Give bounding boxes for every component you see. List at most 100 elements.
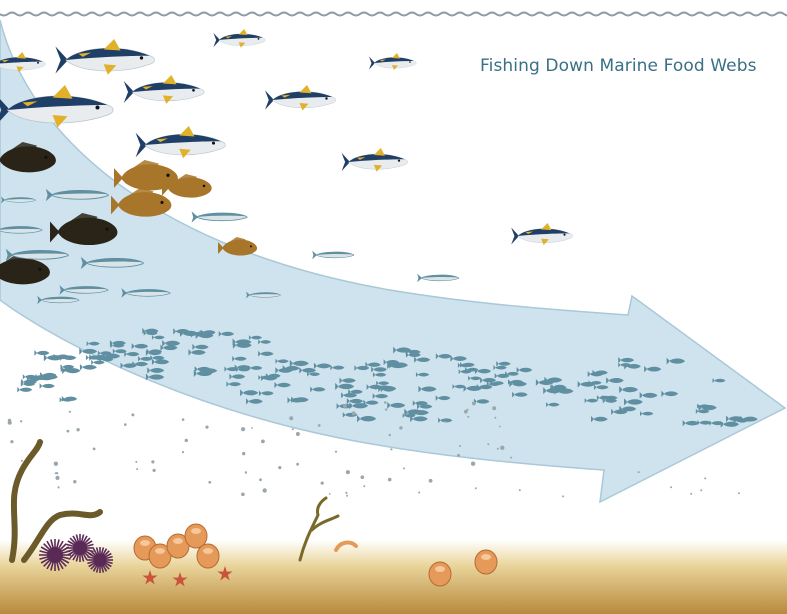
plankton-52 — [20, 420, 22, 422]
plankton-36 — [55, 476, 59, 480]
plankton-30 — [76, 428, 79, 431]
plankton-15 — [8, 421, 12, 425]
plankton-0 — [54, 462, 58, 466]
plankton-58 — [346, 470, 350, 474]
plankton-23 — [388, 478, 392, 482]
plankton-far-15 — [670, 486, 672, 488]
plankton-44 — [241, 427, 245, 431]
plankton-61 — [182, 418, 185, 421]
diagram-title: Fishing Down Marine Food Webs — [480, 56, 770, 76]
plankton-64 — [131, 413, 134, 416]
plankton-31 — [361, 475, 365, 479]
reef-fish-0 — [114, 160, 178, 190]
tuna-fish-8 — [511, 223, 572, 245]
plankton-59 — [182, 451, 184, 453]
tuna-fish-0 — [55, 39, 154, 75]
plankton-far-11 — [418, 492, 420, 494]
plankton-far-10 — [459, 445, 461, 447]
plankton-20 — [296, 463, 299, 466]
plankton-far-0 — [638, 471, 640, 473]
plankton-16 — [185, 439, 188, 442]
plankton-11 — [457, 454, 460, 457]
sea-urchin-0 — [39, 539, 71, 571]
plankton-63 — [10, 440, 13, 443]
plankton-26 — [345, 492, 347, 494]
plankton-21 — [467, 416, 469, 418]
tuna-fish-7 — [342, 148, 408, 172]
plankton-47 — [251, 427, 253, 429]
plankton-8 — [73, 480, 76, 483]
tuna-fish-1 — [213, 29, 265, 48]
plankton-46 — [151, 460, 154, 463]
plankton-69 — [136, 468, 138, 470]
plankton-far-12 — [519, 489, 521, 491]
water-surface-line — [0, 13, 787, 16]
small-fish-1 — [192, 211, 248, 222]
schooling-fish-27 — [34, 350, 49, 356]
plankton-68 — [21, 460, 23, 462]
plankton-35 — [153, 469, 156, 472]
sponge-6 — [475, 550, 497, 574]
plankton-32 — [352, 411, 356, 415]
plankton-25 — [471, 462, 475, 466]
schooling-fish-182 — [17, 387, 32, 393]
plankton-65 — [335, 451, 337, 453]
plankton-41 — [472, 401, 476, 405]
plankton-24 — [56, 472, 58, 474]
plankton-55 — [500, 446, 504, 450]
plankton-42 — [494, 417, 496, 419]
sea-urchin-2 — [87, 547, 113, 573]
plankton-50 — [124, 423, 127, 426]
plankton-40 — [241, 493, 245, 497]
small-fish-7 — [312, 251, 354, 259]
plankton-10 — [67, 430, 70, 433]
plankton-22 — [261, 440, 265, 444]
plankton-far-9 — [363, 485, 365, 487]
small-fish-8 — [417, 274, 459, 282]
tuna-fish-2 — [369, 53, 416, 70]
plankton-14 — [205, 426, 208, 429]
sponge-5 — [429, 562, 451, 586]
tuna-fish-3 — [124, 75, 204, 104]
plankton-far-8 — [704, 477, 706, 479]
plankton-4 — [407, 412, 409, 414]
plankton-far-4 — [700, 489, 702, 491]
plankton-1 — [499, 426, 501, 428]
plankton-13 — [69, 411, 71, 413]
plankton-38 — [318, 424, 321, 427]
schooling-fish-176 — [40, 383, 55, 389]
schooling-fish-19 — [80, 364, 97, 370]
plankton-18 — [492, 406, 496, 410]
plankton-67 — [321, 482, 324, 485]
plankton-62 — [263, 488, 267, 492]
plankton-48 — [390, 448, 392, 450]
schooling-fish-0 — [91, 360, 105, 365]
plankton-28 — [296, 432, 300, 436]
plankton-12 — [389, 434, 391, 436]
tuna-fish-5 — [265, 85, 336, 111]
seafloor — [0, 540, 787, 614]
plankton-54 — [245, 471, 247, 473]
plankton-34 — [289, 416, 293, 420]
plankton-27 — [384, 401, 387, 404]
plankton-far-2 — [497, 448, 499, 450]
plankton-60 — [58, 486, 60, 488]
plankton-17 — [444, 421, 446, 423]
plankton-49 — [278, 466, 281, 469]
plankton-33 — [259, 478, 262, 481]
plankton-66 — [329, 493, 331, 495]
plankton-far-14 — [690, 493, 692, 495]
plankton-51 — [135, 461, 137, 463]
plankton-45 — [385, 408, 387, 410]
plankton-6 — [242, 452, 245, 455]
plankton-39 — [93, 448, 96, 451]
plankton-far-6 — [510, 457, 512, 459]
plankton-far-13 — [562, 495, 564, 497]
plankton-56 — [464, 410, 468, 414]
plankton-far-5 — [475, 487, 477, 489]
plankton-57 — [343, 404, 347, 408]
plankton-far-7 — [403, 467, 405, 469]
plankton-far-3 — [346, 495, 348, 497]
